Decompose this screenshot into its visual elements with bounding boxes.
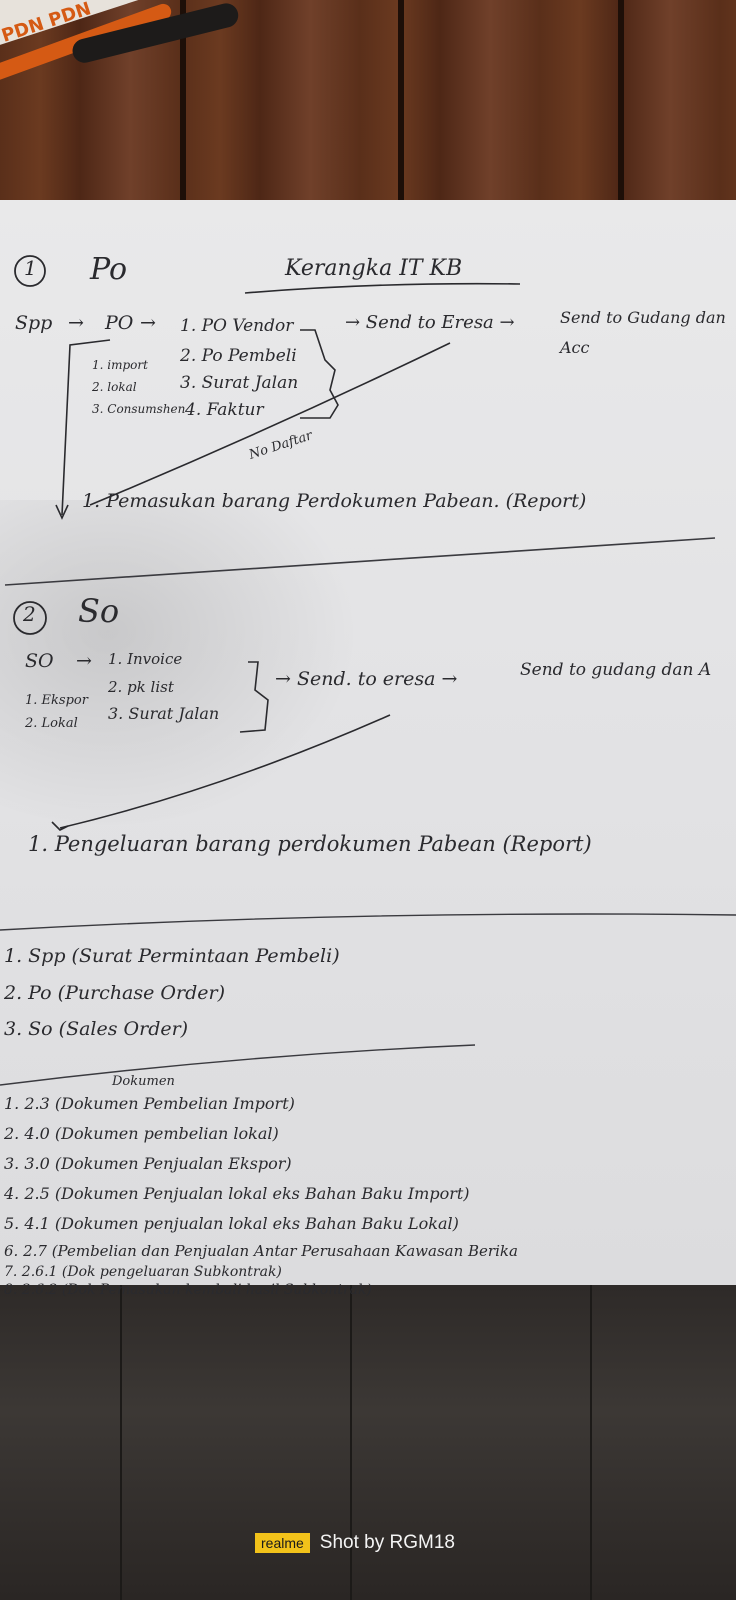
section1-number: 1: [24, 256, 37, 280]
doc-code-item: 3. 3.0 (Dokumen Penjualan Ekspor): [4, 1154, 292, 1173]
arrow-icon: →: [76, 650, 92, 672]
section2-heading: So: [78, 592, 120, 630]
po-document: 1. PO Vendor: [180, 316, 294, 336]
doc-codes-note: Dokumen: [112, 1074, 175, 1089]
po-type: 2. lokal: [92, 380, 137, 394]
paper-shadow: [0, 500, 360, 830]
floor-background: [0, 1285, 736, 1600]
acc-label: Acc: [560, 338, 590, 357]
doc-code-item: 5. 4.1 (Dokumen penjualan lokal eks Baha…: [4, 1214, 459, 1233]
glossary-item: 2. Po (Purchase Order): [4, 982, 225, 1004]
arrow-icon: →: [68, 312, 84, 334]
doc-code-item: 2. 4.0 (Dokumen pembelian lokal): [4, 1124, 279, 1143]
so-document: 1. Invoice: [108, 650, 183, 668]
po-document: 2. Po Pembeli: [180, 346, 297, 366]
doc-code-item: 1. 2.3 (Dokumen Pembelian Import): [4, 1094, 295, 1113]
camera-watermark: realme Shot by RGM18: [255, 1532, 455, 1554]
table-seam: [398, 0, 404, 210]
glossary-item: 3. So (Sales Order): [4, 1018, 189, 1040]
so-type: 2. Lokal: [25, 716, 78, 731]
po-document: 4. Faktur: [185, 400, 264, 420]
doc-code-item: 4. 2.5 (Dokumen Penjualan lokal eks Baha…: [4, 1184, 470, 1203]
section2-report: 1. Pengeluaran barang perdokumen Pabean …: [28, 832, 592, 856]
so-document: 3. Surat Jalan: [108, 704, 220, 723]
table-seam: [618, 0, 624, 210]
doc-code-item: 8. 2.6.2 (Dok Pemasukan kembali hasil Su…: [4, 1282, 372, 1298]
send-to-gudang: Send to Gudang dan: [560, 308, 726, 327]
flow-so: SO: [25, 650, 54, 672]
flow-po: PO: [105, 312, 134, 334]
send-to-eresa: → Send. to eresa →: [275, 668, 458, 690]
doc-code-item: 7. 2.6.1 (Dok pengeluaran Subkontrak): [4, 1264, 282, 1280]
send-to-gudang: Send to gudang dan A: [520, 660, 712, 680]
doc-code-item: 6. 2.7 (Pembelian dan Penjualan Antar Pe…: [4, 1242, 518, 1260]
send-to-eresa: → Send to Eresa →: [345, 312, 515, 333]
glossary-item: 1. Spp (Surat Permintaan Pembeli): [4, 945, 340, 967]
brand-badge: realme: [255, 1533, 310, 1553]
arrow-icon: →: [140, 312, 156, 334]
so-type: 1. Ekspor: [25, 693, 88, 708]
po-type: 1. import: [92, 358, 148, 372]
so-document: 2. pk list: [108, 678, 174, 696]
section1-heading: Po: [90, 252, 128, 287]
section1-report: 1. Pemasukan barang Perdokumen Pabean. (…: [82, 490, 587, 512]
po-type: 3. Consumshen: [92, 402, 186, 416]
po-document: 3. Surat Jalan: [180, 373, 299, 393]
section2-number: 2: [23, 602, 36, 626]
page-title: Kerangka IT KB: [285, 256, 463, 281]
flow-spp: Spp: [15, 312, 53, 334]
watermark-text: Shot by RGM18: [319, 1532, 455, 1553]
table-seam: [180, 0, 186, 210]
